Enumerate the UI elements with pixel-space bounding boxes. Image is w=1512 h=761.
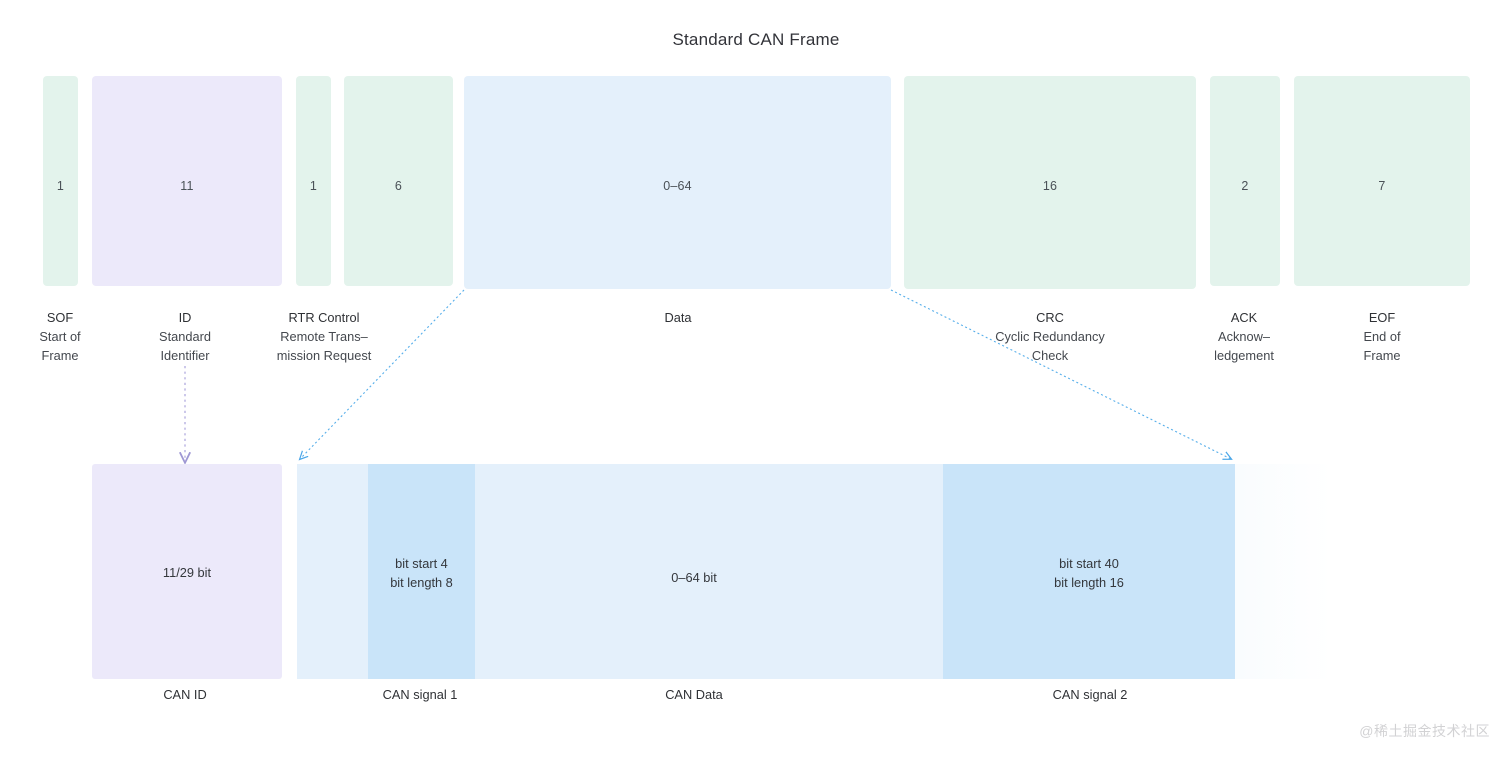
frame-block-id: 11 [92, 76, 282, 286]
frame-block-crc: 16 [904, 76, 1196, 289]
watermark: @稀土掘金技术社区 [1359, 723, 1490, 739]
caption-id-name: ID [178, 310, 192, 325]
caption-eof-desc2: Frame [1363, 348, 1401, 363]
frame-block-data: 0–64 [464, 76, 891, 289]
caption-rtr-control: RTR Control Remote Trans– mission Reques… [234, 308, 414, 365]
frame-block-ack-bits: 2 [1241, 179, 1249, 193]
frame-block-control: 6 [344, 76, 453, 286]
frame-block-control-bits: 6 [394, 179, 403, 193]
caption-id-desc1: Standard [159, 329, 211, 344]
frame-block-eof-bits: 7 [1378, 179, 1386, 193]
caption-crc: CRC Cyclic Redundancy Check [950, 308, 1150, 365]
caption-ack-desc1: Acknow– [1218, 329, 1270, 344]
caption-ack: ACK Acknow– ledgement [1184, 308, 1304, 365]
caption-sof: SOF Start of Frame [0, 308, 120, 365]
caption-eof-name: EOF [1368, 310, 1396, 325]
detail-can-data-value: 0–64 bit [671, 570, 717, 585]
caption-data: Data [588, 308, 768, 327]
caption-eof-desc1: End of [1363, 329, 1401, 344]
detail-block-can-signal-2 [943, 464, 1235, 679]
caption-eof: EOF End of Frame [1322, 308, 1442, 365]
frame-block-eof: 7 [1294, 76, 1470, 286]
detail-can-signal-1-line2: bit length 8 [390, 575, 453, 590]
caption-crc-desc1: Cyclic Redundancy [995, 329, 1105, 344]
detail-label-can-signal-2: CAN signal 2 [1052, 687, 1128, 702]
caption-ack-name: ACK [1230, 310, 1258, 325]
detail-label-can-id: CAN ID [163, 687, 207, 702]
caption-crc-name: CRC [1036, 310, 1064, 325]
frame-block-id-bits: 11 [180, 179, 194, 193]
detail-can-signal-1-text: bit start 4 bit length 8 [368, 554, 475, 592]
caption-rtr-control-name: RTR Control [288, 310, 360, 325]
detail-block-can-id [92, 464, 282, 679]
frame-block-rtr-bits: 1 [309, 179, 318, 193]
caption-sof-desc2: Frame [41, 348, 79, 363]
caption-rtr-control-desc1: Remote Trans– [280, 329, 368, 344]
caption-data-name: Data [664, 310, 692, 325]
detail-can-signal-1-line1: bit start 4 [395, 556, 448, 571]
frame-block-data-bits: 0–64 [663, 179, 692, 193]
detail-can-signal-2-line1: bit start 40 [1059, 556, 1119, 571]
detail-can-signal-2-text: bit start 40 bit length 16 [943, 554, 1235, 592]
caption-ack-desc2: ledgement [1214, 348, 1274, 363]
frame-block-ack: 2 [1210, 76, 1280, 286]
caption-crc-desc2: Check [1031, 348, 1069, 363]
detail-label-can-data: CAN Data [665, 687, 723, 702]
detail-label-can-signal-1: CAN signal 1 [382, 687, 458, 702]
detail-can-id-value: 11/29 bit [162, 565, 212, 580]
detail-block-can-signal-1 [368, 464, 475, 679]
page-title: Standard CAN Frame [672, 30, 840, 49]
frame-block-crc-bits: 16 [1042, 179, 1058, 193]
caption-sof-name: SOF [46, 310, 74, 325]
caption-sof-desc1: Start of [39, 329, 81, 344]
frame-block-sof-bits: 1 [56, 179, 65, 193]
detail-can-signal-2-line2: bit length 16 [1054, 575, 1124, 590]
caption-id-desc2: Identifier [160, 348, 210, 363]
caption-id: ID Standard Identifier [125, 308, 245, 365]
frame-block-sof: 1 [43, 76, 78, 286]
frame-block-rtr: 1 [296, 76, 331, 286]
caption-rtr-control-desc2: mission Request [276, 348, 372, 363]
